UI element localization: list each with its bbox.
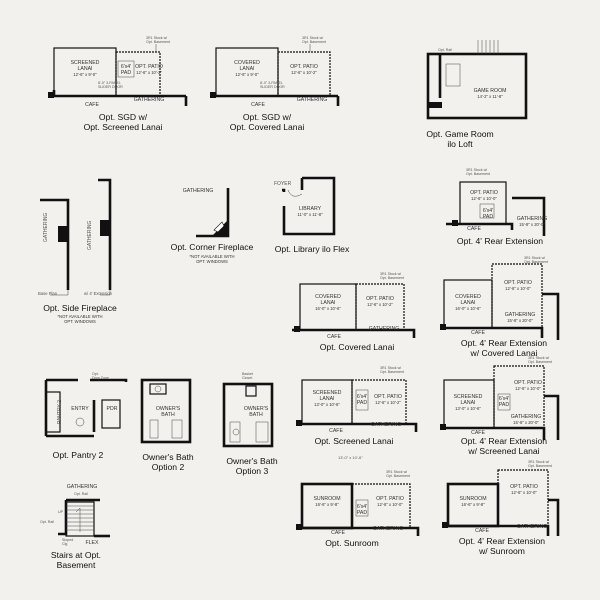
plan-drawing [58,498,110,538]
plan-drawing [40,178,112,296]
plan-drawing [440,263,560,340]
plan-drawing [442,469,560,536]
plan-drawing [140,378,192,444]
plan-sunroom: 13'-0" x 10'-6" 3R1 Stock w/Opt. Basemen… [294,454,434,550]
plan-drawing [440,365,560,440]
caption: Opt. Covered Lanai [319,342,395,352]
caption: Opt. Side Fireplace [43,303,117,313]
plan-drawing [48,44,188,106]
caption: Opt. Sunroom [325,538,379,548]
plan-drawing [446,181,546,236]
plan-drawing [292,283,416,338]
plan-drawing [210,44,340,106]
caption: Opt. Screened Lanai [314,436,394,446]
plan-drawing [426,40,528,120]
caption: Stairs at Opt.Basement [50,550,102,570]
plan-drawing [222,382,274,448]
plan-drawing [196,188,230,238]
caption: Opt. Library ilo Flex [274,244,350,254]
plan-pantry: Opt.Drop Zone PANTRY 2 ENTRY PDR Opt. Pa… [42,372,132,474]
caption: Opt. 4' Rear Extension [456,236,544,246]
plan-drawing [296,379,418,432]
caption: Opt. Corner Fireplace [170,242,254,252]
caption: Opt. SGD w/Opt. Covered Lanai [229,112,305,132]
plan-drawing [296,482,420,536]
caption: Opt. Pantry 2 [52,450,104,460]
plan-drawing [282,176,336,236]
plan-corner-fireplace: GATHERING Opt. Corner Fireplace *NOT AVA… [160,184,260,284]
plan-drawing [44,378,128,438]
plan-side-fireplace: GATHERING GATHERING Base Plan w/ 4' Exte… [30,178,140,340]
caption: Opt. SGD w/Opt. Screened Lanai [83,112,163,132]
